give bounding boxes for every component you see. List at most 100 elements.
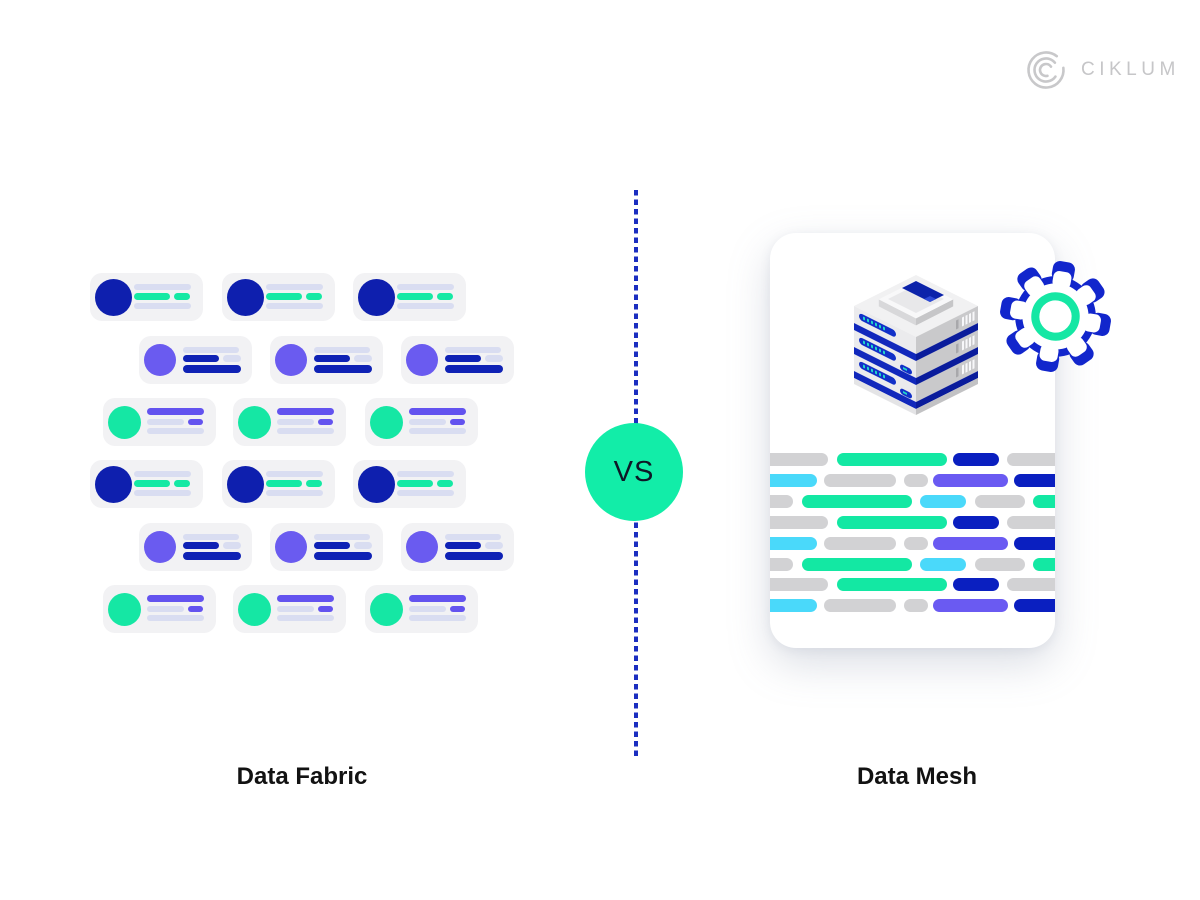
fabric-card-green [233,585,346,633]
fabric-card-line [134,303,191,309]
fabric-card-line [134,490,191,496]
fabric-card-green [103,398,216,446]
fabric-card-line [174,480,190,487]
fabric-card-line [437,480,453,487]
fabric-card-line [397,303,454,309]
code-line-segment [1014,537,1055,550]
code-line-segment [975,495,1025,508]
code-line-segment [1007,516,1055,529]
green-node-dot [108,592,141,626]
fabric-card-line [183,347,239,353]
fabric-card-line [397,293,433,300]
fabric-card-line [314,542,350,549]
fabric-card-line [306,293,322,300]
navy-node-dot [227,278,264,316]
purple-node-dot [144,344,176,376]
code-line-segment [975,558,1025,571]
fabric-card-line [445,552,503,560]
code-line-segment [1033,495,1055,508]
fabric-card-line [397,490,454,496]
data-mesh-label: Data Mesh [856,763,978,790]
code-line-segment [1014,474,1055,487]
fabric-card-line [223,542,241,549]
fabric-card-line [183,552,241,560]
fabric-card-line [183,534,239,540]
code-line-segment [953,453,999,466]
gear-icon [999,260,1112,373]
fabric-card-navy [222,460,335,508]
green-node-dot [238,405,271,439]
purple-node-dot [275,344,307,376]
navy-node-dot [95,278,132,316]
purple-node-dot [406,344,438,376]
code-line-segment [770,599,817,612]
fabric-card-purple [270,523,383,571]
fabric-card-line [445,542,481,549]
code-line-segment [824,599,896,612]
purple-node-dot [406,531,438,563]
navy-node-dot [358,278,395,316]
fabric-card-line [147,606,184,612]
fabric-card-line [266,471,323,477]
fabric-card-line [409,419,446,425]
fabric-card-line [147,595,204,602]
fabric-card-line [306,480,322,487]
code-line-segment [1014,599,1055,612]
vs-label: VS [613,455,655,488]
code-line-segment [933,599,1008,612]
vs-badge: VS [585,423,683,521]
fabric-card-line [409,428,466,434]
code-line-segment [920,558,966,571]
fabric-card-line [354,542,372,549]
fabric-card-navy [90,460,203,508]
server-stack-icon [854,275,978,415]
green-node-dot [370,405,403,439]
fabric-card-line [409,615,466,621]
fabric-card-navy [353,460,466,508]
fabric-card-line [354,355,372,362]
code-line-segment [933,537,1008,550]
fabric-card-line [409,606,446,612]
code-line-segment [1007,453,1055,466]
fabric-card-line [314,552,372,560]
fabric-card-navy [222,273,335,321]
code-line-segment [1033,558,1055,571]
green-node-dot [370,592,403,626]
fabric-card-line [314,365,372,373]
fabric-card-line [314,534,370,540]
fabric-card-navy [90,273,203,321]
fabric-card-line [134,293,170,300]
code-line-segment [953,516,999,529]
fabric-card-purple [139,336,252,384]
fabric-card-line [266,284,323,290]
fabric-card-line [188,419,203,425]
ciklum-logo-icon [1027,51,1065,89]
green-node-dot [238,592,271,626]
fabric-card-line [445,534,501,540]
fabric-card-line [277,419,314,425]
fabric-card-line [314,347,370,353]
fabric-card-line [277,595,334,602]
code-line-segment [824,537,896,550]
purple-node-dot [144,531,176,563]
fabric-card-line [223,355,241,362]
code-line-segment [770,516,828,529]
brand-name: CIKLUM [1081,59,1180,80]
fabric-card-line [183,355,219,362]
code-line-segment [933,474,1008,487]
fabric-card-line [147,428,204,434]
fabric-card-line [277,408,334,415]
code-line-segment [802,495,912,508]
data-fabric-label: Data Fabric [236,763,368,790]
fabric-card-line [445,347,501,353]
fabric-card-line [397,480,433,487]
fabric-card-line [266,480,302,487]
fabric-card-line [318,606,333,612]
fabric-card-purple [401,336,514,384]
fabric-card-line [397,284,454,290]
fabric-card-line [188,606,203,612]
code-line-segment [904,537,928,550]
fabric-card-line [266,490,323,496]
fabric-card-purple [401,523,514,571]
code-lines [770,233,1055,648]
